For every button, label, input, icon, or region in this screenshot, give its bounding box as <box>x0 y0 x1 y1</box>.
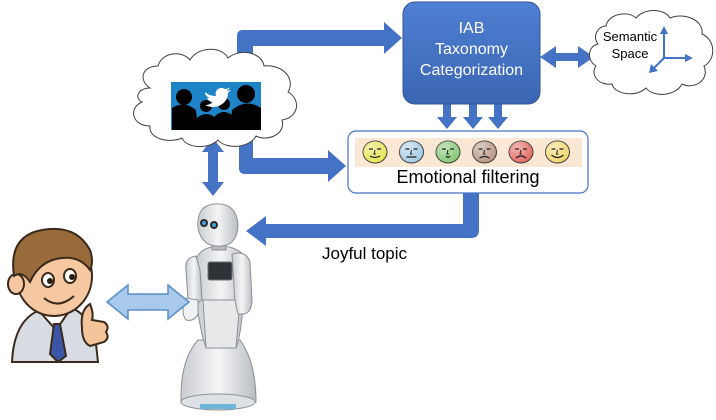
axes-icon <box>649 26 693 73</box>
arrow-twitter-to-iab <box>237 22 402 88</box>
robot-icon <box>180 203 257 411</box>
emotion-face <box>435 140 461 164</box>
semantic-line-2: Space <box>611 46 649 61</box>
arrow-user-robot <box>105 283 191 321</box>
connector-arrows <box>202 22 594 246</box>
twitter-image <box>171 82 261 130</box>
semantic-space-label: Semantic Space <box>598 28 662 62</box>
semantic-cloud-shape <box>589 10 714 95</box>
iab-line-2: Taxonomy <box>435 41 508 58</box>
faces-strip <box>355 138 582 167</box>
iab-line-1: IAB <box>458 20 485 37</box>
emotional-filtering-label: Emotional filtering <box>396 167 540 187</box>
twitter-bird-icon <box>205 87 231 107</box>
twitter-cloud <box>133 48 297 147</box>
arrow-iab-semantic <box>540 46 594 68</box>
arrow-twitter-to-filter <box>239 140 346 182</box>
emotion-face <box>472 140 497 164</box>
user-avatar-icon <box>7 228 109 364</box>
semantic-cloud <box>589 10 714 95</box>
arrow-iab-filter-1 <box>437 104 457 129</box>
arrow-iab-filter-2 <box>463 104 483 129</box>
semantic-line-1: Semantic <box>602 29 658 44</box>
iab-line-3: Categorization <box>419 62 524 79</box>
emotion-faces <box>362 140 570 164</box>
emotion-face <box>362 140 388 164</box>
arrow-filter-to-robot <box>246 193 479 246</box>
joyful-topic-label: Joyful topic <box>322 244 408 263</box>
arrow-cloud-robot <box>202 138 224 196</box>
emotion-face <box>399 140 424 164</box>
iab-box-text: IAB Taxonomy Categorization <box>403 18 540 81</box>
emotion-face <box>508 140 534 164</box>
emotional-filter <box>347 130 589 194</box>
emotion-face <box>545 140 570 164</box>
arrow-iab-filter-3 <box>488 104 508 129</box>
iab-taxonomy-box <box>402 1 541 105</box>
